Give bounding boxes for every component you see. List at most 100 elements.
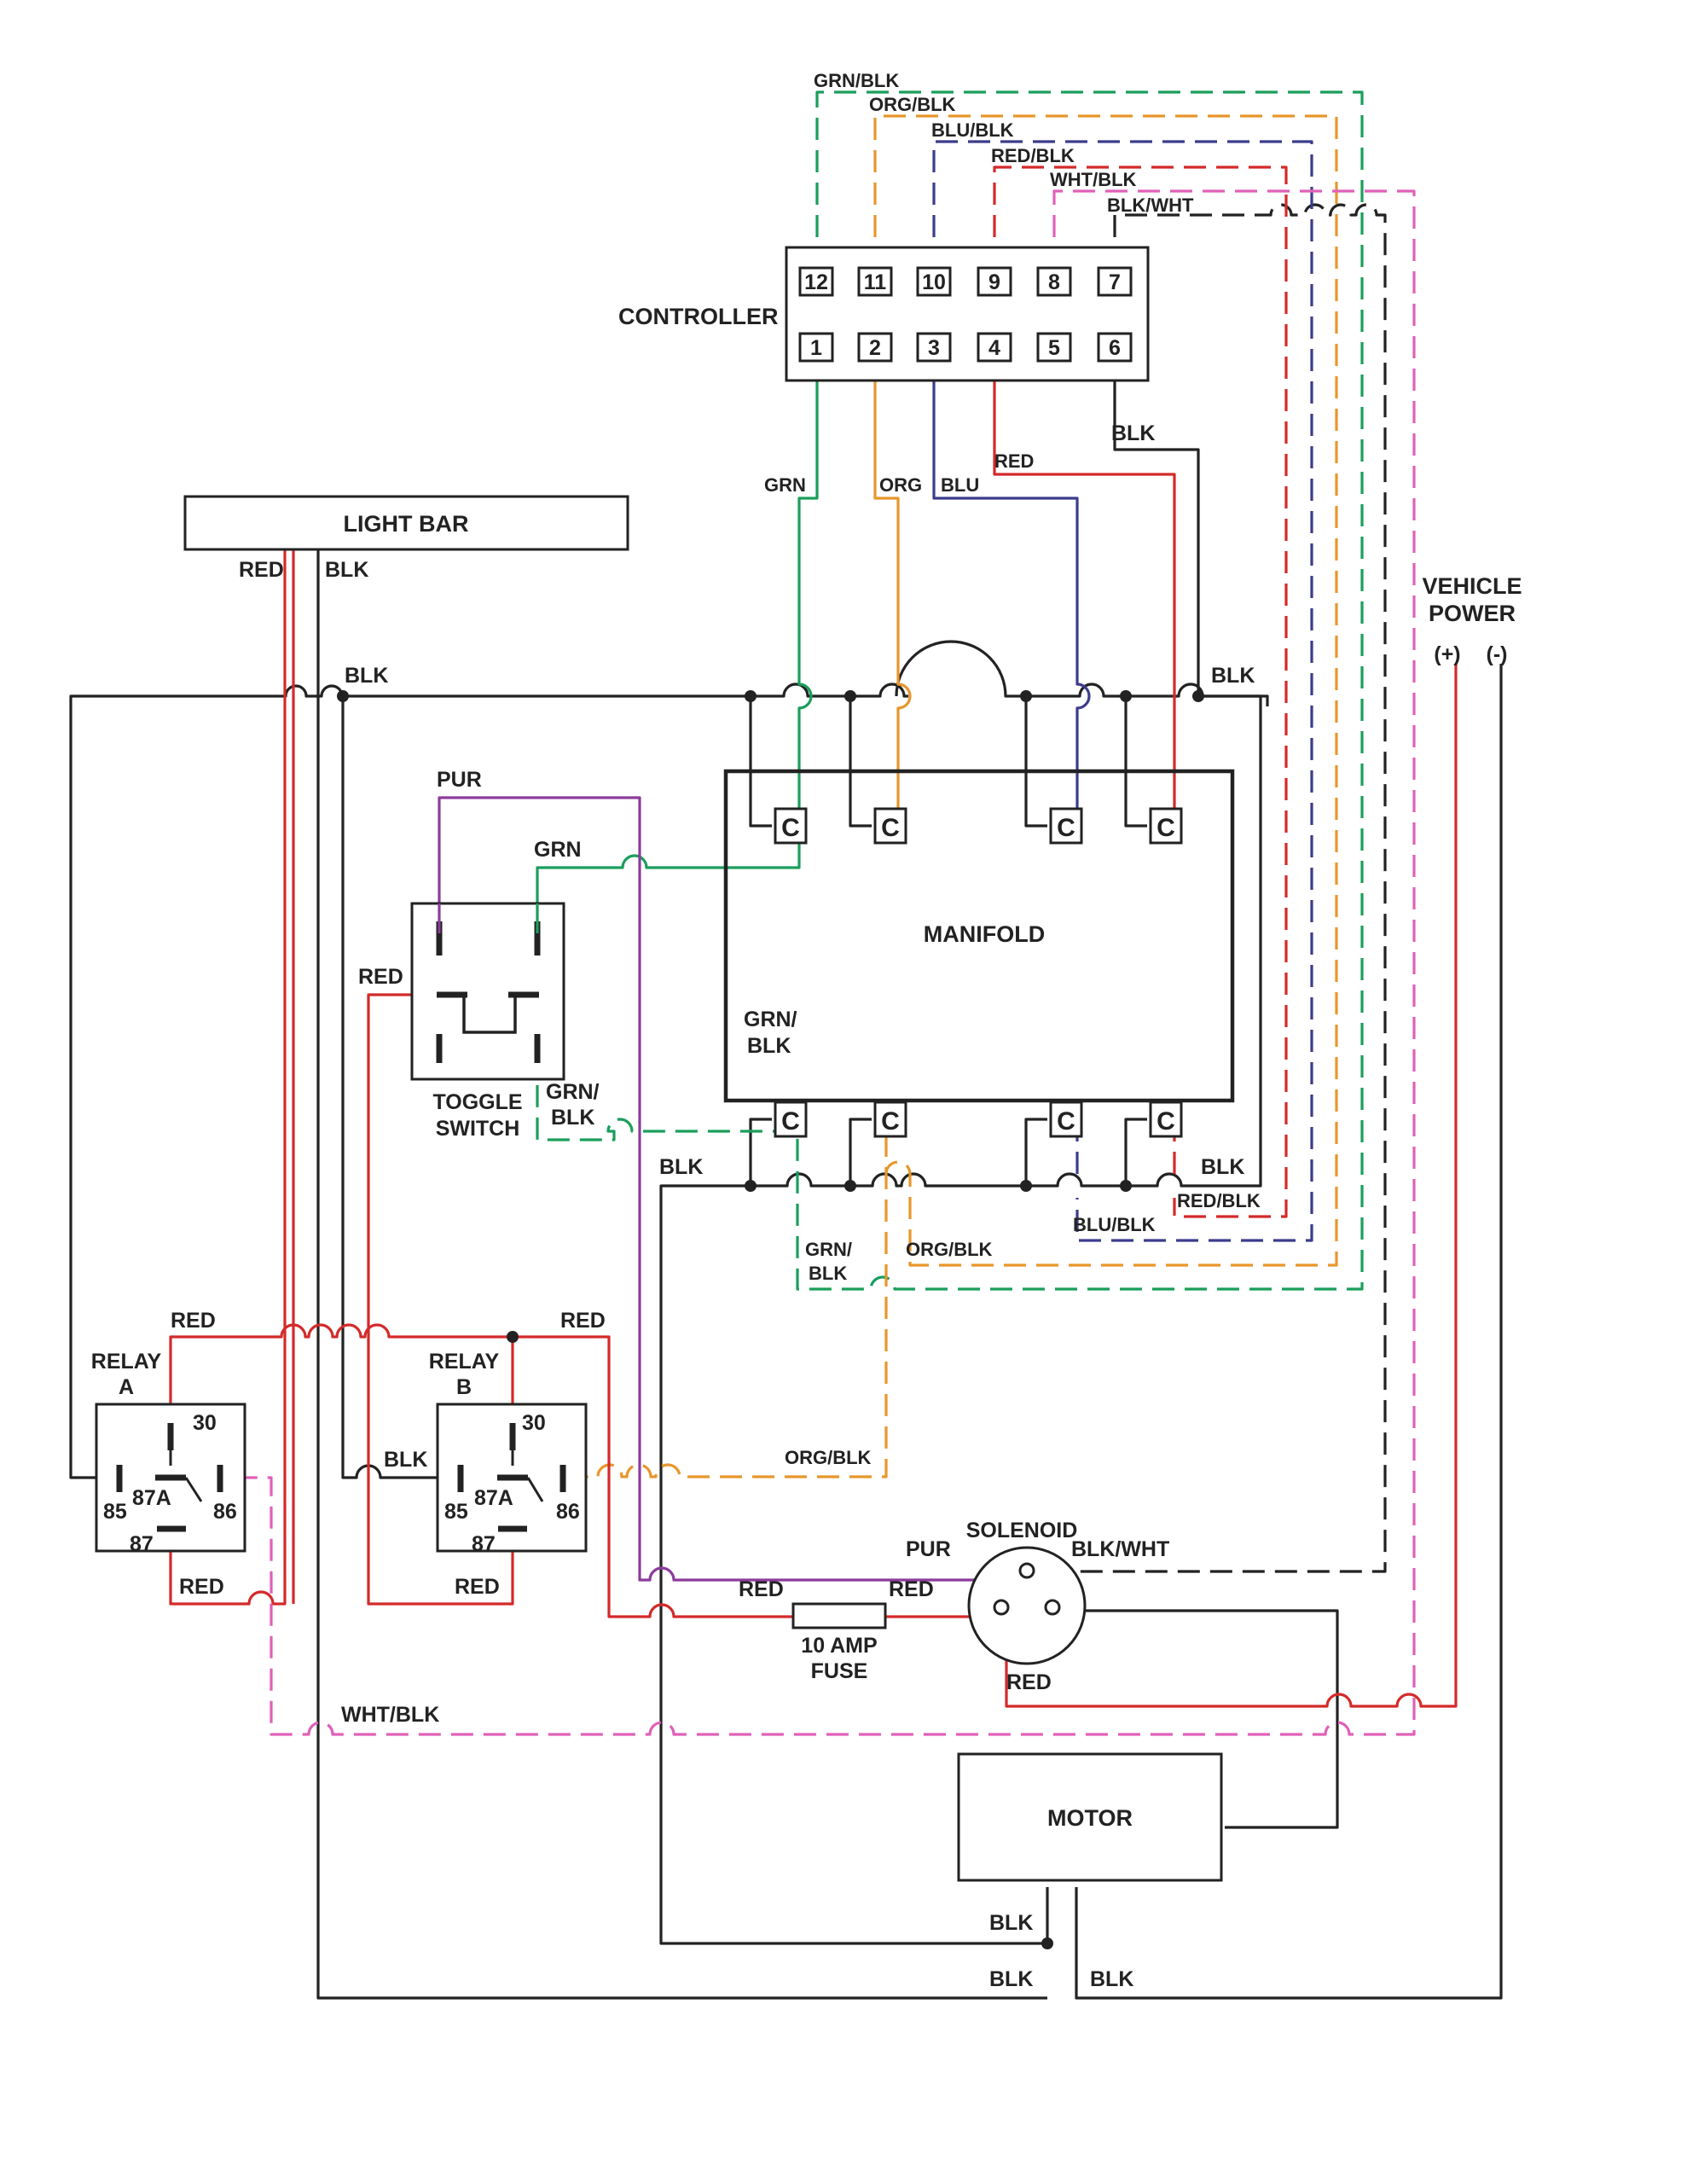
relay-a-pin-86: 86: [213, 1500, 237, 1524]
wire-red-blk-ctrl9: [993, 166, 1288, 1218]
pin-9: 9: [988, 270, 1000, 294]
fuse: 10 AMP FUSE: [791, 1602, 887, 1683]
pin-10: 10: [922, 270, 946, 294]
junction-dot: [1020, 690, 1032, 702]
label-red: RED: [358, 965, 403, 989]
pin-4: 4: [988, 336, 1000, 360]
label-red: RED: [1006, 1670, 1052, 1694]
junction-dot: [1120, 1180, 1132, 1192]
pin-7: 7: [1109, 270, 1121, 294]
label-red: RED: [994, 450, 1034, 472]
wire-blk-coil2-top: [849, 696, 872, 828]
relay-b: 30 85 87A 86 87 RELAY B: [429, 1350, 588, 1556]
light-bar: LIGHT BAR: [183, 495, 629, 551]
label-blk-part: BLK: [747, 1034, 791, 1058]
label-wht-blk: WHT/BLK: [1050, 169, 1137, 190]
wire-red-lightbar-b: [169, 549, 287, 1606]
wire-blk-right-link: [1194, 694, 1262, 1188]
label-red-blk: RED/BLK: [1177, 1190, 1261, 1211]
label-blk: BLK: [384, 1448, 427, 1472]
wire-blu-ctrl3: [932, 363, 1091, 826]
pin-3: 3: [928, 336, 940, 360]
label-blu-blk: BLU/BLK: [1073, 1214, 1156, 1235]
purple-wires: [438, 796, 1032, 1582]
controller-bottom-pins: 1 2 3 4 5 6: [798, 332, 1133, 363]
junction-dot: [745, 1180, 757, 1192]
label-red: RED: [739, 1577, 784, 1601]
wire-blk-coil4-top: [1124, 696, 1147, 828]
wire-blu-blk-ctrl10: [932, 140, 1313, 1242]
label-blk-wht: BLK/WHT: [1107, 195, 1194, 216]
coil-label: C: [781, 1107, 800, 1136]
manifold-coils-top: C C C C: [774, 807, 1183, 845]
solenoid: SOLENOID: [966, 1519, 1087, 1665]
label-grn: GRN: [534, 838, 582, 862]
wire-blk-motor-right: [1075, 664, 1503, 2000]
label-blu: BLU: [941, 474, 979, 496]
label-blk: BLK: [989, 1911, 1033, 1935]
junction-dot: [337, 690, 349, 702]
relay-a-pin-87: 87: [130, 1532, 154, 1556]
coil-label: C: [881, 1107, 900, 1136]
fuse-label-line1: 10 AMP: [801, 1634, 877, 1658]
relay-a-label-line2: A: [119, 1375, 134, 1399]
manifold-coils-bottom: C C C C: [774, 1101, 1183, 1138]
pin-11: 11: [864, 270, 887, 294]
motor: MOTOR: [957, 1752, 1223, 1882]
vehicle-power: VEHICLE POWER (+) (-): [1422, 573, 1522, 666]
label-red: RED: [889, 1577, 934, 1601]
motor-label: MOTOR: [1047, 1805, 1133, 1831]
relay-a-pin-85: 85: [103, 1500, 127, 1524]
wire-red-power: [1005, 664, 1458, 1708]
label-grn-slash: GRN/: [744, 1008, 797, 1031]
pin-6: 6: [1109, 336, 1121, 360]
controller-top-pins: 12 11 10 9 8 7: [798, 266, 1133, 297]
wire-blk-coil1-bot: [749, 1118, 772, 1186]
relay-a-pin-87a: 87A: [132, 1486, 171, 1510]
toggle-switch-label-line1: TOGGLE: [432, 1090, 522, 1114]
vehicle-power-negative: (-): [1487, 642, 1508, 666]
pink-wires: [229, 189, 1416, 1736]
red-wires: [169, 166, 1458, 1708]
junction-dot: [745, 690, 757, 702]
relay-a: 30 85 87A 86 87 RELAY A: [91, 1350, 246, 1556]
wire-red-top: [169, 1323, 793, 1618]
label-blu-blk: BLU/BLK: [931, 119, 1014, 141]
wire-red-toggle: [367, 993, 514, 1606]
wire-blk-wht: [1039, 203, 1387, 1573]
label-red: RED: [560, 1309, 606, 1333]
wire-blk-coil3-top: [1024, 696, 1047, 828]
relay-b-pin-87a: 87A: [474, 1486, 513, 1510]
label-blk: BLK: [1111, 421, 1155, 445]
junction-dot: [844, 1180, 856, 1192]
label-blk-part: BLK: [551, 1106, 594, 1130]
manifold-label: MANIFOLD: [924, 921, 1045, 947]
label-red: RED: [239, 558, 284, 582]
label-red: RED: [455, 1575, 500, 1599]
label-blk: BLK: [1201, 1155, 1244, 1179]
label-blk: BLK: [325, 558, 368, 582]
wire-labels: GRN/BLK ORG/BLK BLU/BLK RED/BLK WHT/BLK …: [171, 70, 1261, 1991]
wires: [69, 90, 1503, 2000]
label-blk: BLK: [989, 1967, 1033, 1991]
junction-dot: [1041, 1937, 1053, 1949]
relay-b-pin-85: 85: [444, 1500, 468, 1524]
relay-b-pin-86: 86: [556, 1500, 580, 1524]
wire-blk-coil4-bot: [1124, 1118, 1147, 1186]
pin-1: 1: [810, 336, 822, 360]
label-org-blk: ORG/BLK: [869, 94, 956, 115]
vehicle-power-label-line2: POWER: [1429, 601, 1516, 626]
label-wht-blk: WHT/BLK: [341, 1703, 439, 1727]
junction-dot: [1020, 1180, 1032, 1192]
label-red-blk: RED/BLK: [991, 145, 1075, 166]
label-org-blk: ORG/BLK: [906, 1239, 993, 1260]
controller: CONTROLLER 12 11 10 9 8 7 1 2 3 4 5: [618, 246, 1150, 382]
label-grn-blk: GRN/BLK: [814, 70, 899, 91]
coil-label: C: [1057, 814, 1075, 842]
wire-wht-blk: [229, 189, 1416, 1736]
pin-8: 8: [1048, 270, 1060, 294]
blue-wires: [932, 140, 1313, 1242]
vehicle-power-label-line1: VEHICLE: [1422, 573, 1522, 599]
label-blk-part: BLK: [809, 1263, 847, 1284]
junction-dot: [844, 690, 856, 702]
